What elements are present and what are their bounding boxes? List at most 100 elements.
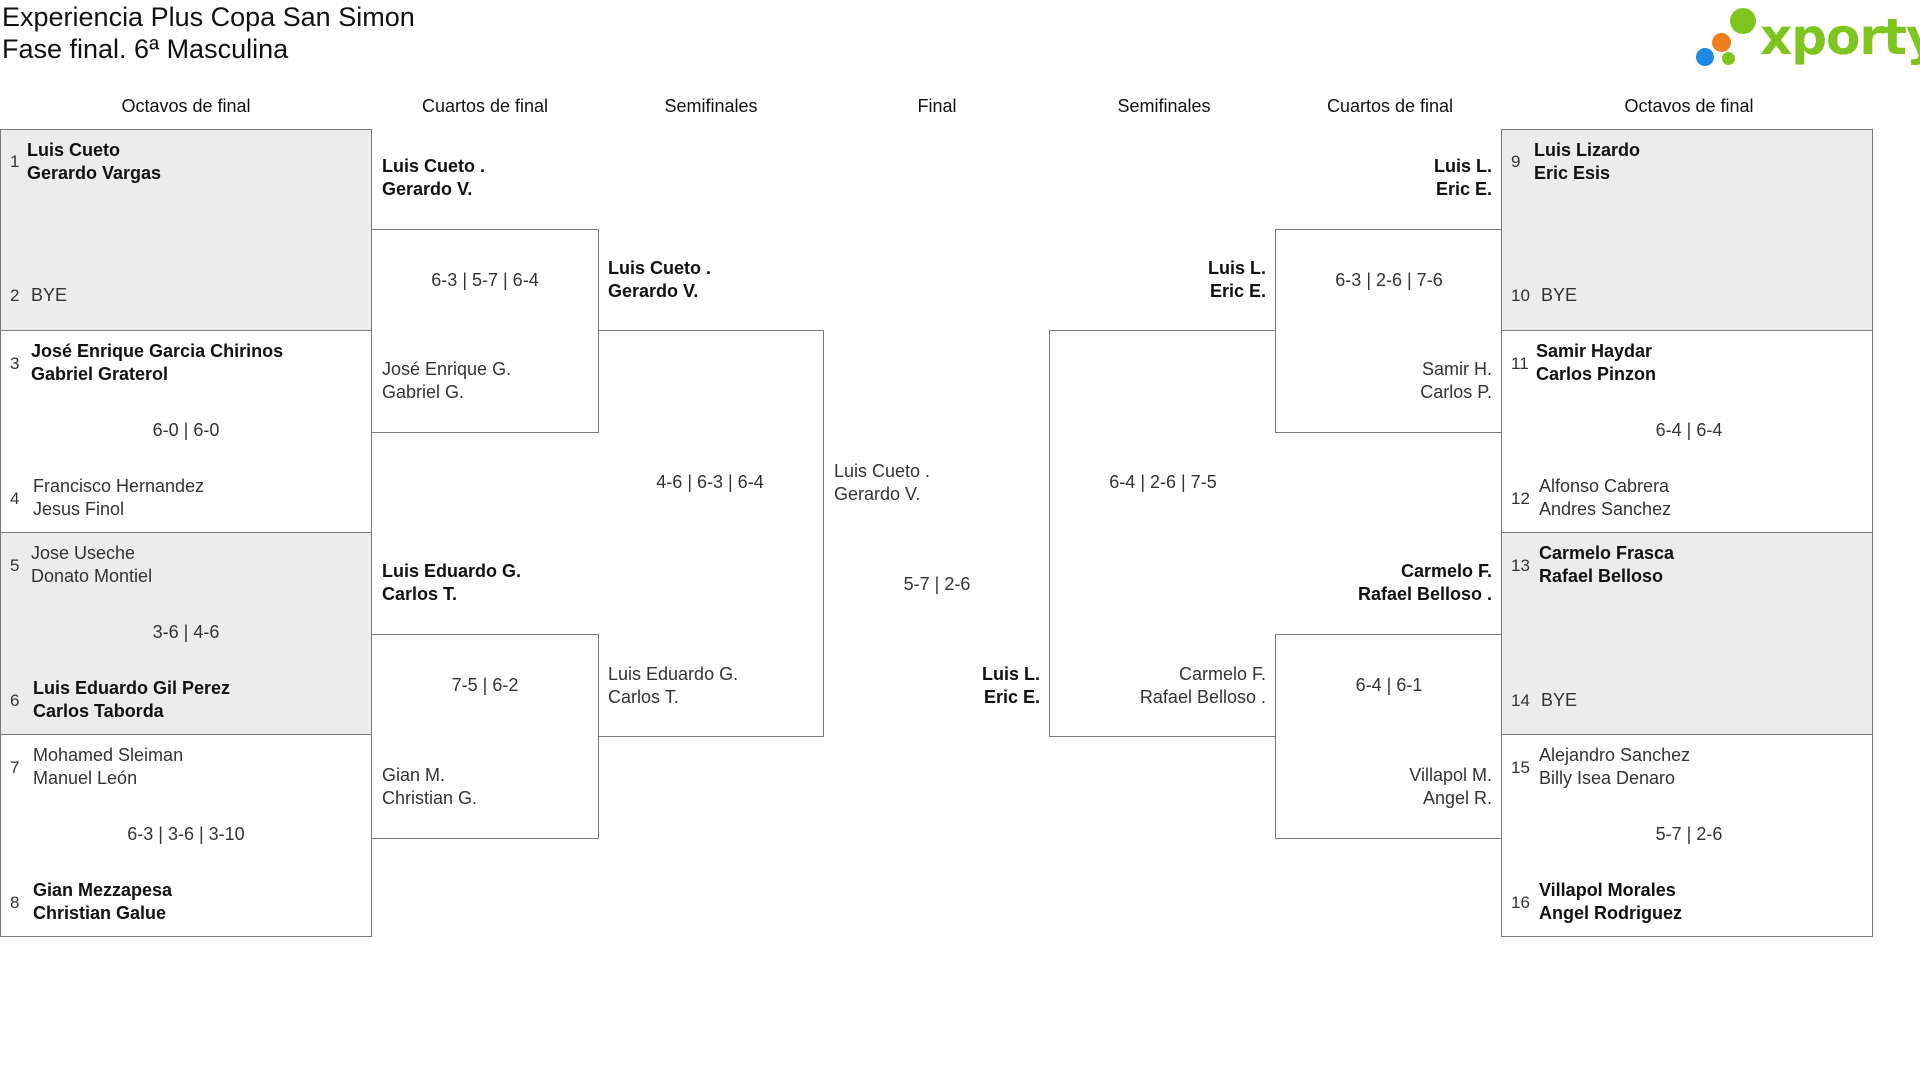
tournament-subtitle: Fase final. 6ª Masculina [2, 34, 289, 64]
logo-dot-blue-icon [1696, 48, 1714, 66]
team-player: Luis L. [1434, 156, 1492, 176]
seed-number: 15 [1511, 758, 1530, 777]
match-connector [1275, 634, 1502, 839]
match-score: 3-6 | 4-6 [152, 622, 220, 642]
match-card[interactable] [0, 734, 372, 937]
team-player: José Enrique Garcia Chirinos [31, 341, 284, 361]
seed-number: 8 [10, 893, 20, 912]
team-player: Carlos P. [1420, 382, 1492, 402]
team-player: BYE [31, 285, 68, 305]
team-player: Alfonso Cabrera [1539, 476, 1670, 496]
team-player: Villapol Morales [1539, 880, 1676, 900]
seed-number: 7 [10, 758, 20, 777]
team-player: Eric E. [1435, 179, 1492, 199]
team-player: Luis Eduardo Gil Perez [33, 678, 231, 698]
team-player: Christian Galue [33, 903, 167, 923]
team-player: Luis Eduardo G. [608, 664, 739, 684]
match-card[interactable] [1501, 532, 1873, 735]
team-player: Luis Lizardo [1534, 140, 1641, 160]
team-player: Francisco Hernandez [33, 476, 205, 496]
logo-wordmark: xporty [1760, 8, 1920, 66]
team-player: Luis Cueto . [834, 461, 931, 481]
team-player: Carlos Pinzon [1536, 364, 1657, 384]
team-player: Eric E. [1209, 281, 1266, 301]
match-card[interactable] [1501, 734, 1873, 937]
team-player: Samir H. [1421, 359, 1492, 379]
team-player: Villapol M. [1409, 765, 1492, 785]
seed-number: 12 [1511, 489, 1530, 508]
match-connector [371, 229, 599, 433]
team-player: Carmelo F. [1400, 561, 1492, 581]
seed-number: 4 [10, 489, 20, 508]
team-player: Luis Cueto [27, 140, 120, 160]
team-player: Luis Cueto . [382, 156, 485, 176]
team-player: José Enrique G. [382, 359, 512, 379]
seed-number: 6 [10, 691, 20, 710]
tournament-title: Experiencia Plus Copa San Simon [2, 2, 415, 32]
match-score: 6-4 | 2-6 | 7-5 [1109, 472, 1217, 492]
team-player: Angel Rodriguez [1539, 903, 1682, 923]
team-player: Rafael Belloso . [1357, 584, 1492, 604]
team-player: Mohamed Sleiman [33, 745, 184, 765]
team-player: Luis L. [1208, 258, 1266, 278]
match-score: 7-5 | 6-2 [451, 675, 519, 695]
match-score: 4-6 | 6-3 | 6-4 [656, 472, 764, 492]
match-score: 6-4 | 6-1 [1355, 675, 1423, 695]
team-player: Billy Isea Denaro [1539, 768, 1676, 788]
match-card[interactable] [0, 129, 372, 331]
seed-number: 1 [10, 152, 20, 171]
team-player: Angel R. [1422, 788, 1492, 808]
logo-dot-small-icon [1722, 52, 1735, 65]
team-player: Carlos T. [608, 687, 679, 707]
xporty-logo[interactable]: xporty [1690, 4, 1920, 70]
match-score: 6-4 | 6-4 [1655, 420, 1723, 440]
match-connector [1275, 229, 1502, 433]
round-header-right-qf: Cuartos de final [1326, 96, 1454, 116]
seed-number: 9 [1511, 152, 1521, 171]
team-player: Gerardo V. [608, 281, 699, 301]
team-player: Carlos T. [382, 584, 458, 604]
team-player: Rafael Belloso . [1139, 687, 1266, 707]
team-player: Rafael Belloso [1539, 566, 1664, 586]
team-player: Donato Montiel [31, 566, 153, 586]
round-header-left-sf: Semifinales [664, 96, 758, 116]
team-player: BYE [1541, 285, 1578, 305]
logo-dot-orange-icon [1712, 33, 1731, 52]
team-player: Gabriel G. [382, 382, 465, 402]
seed-number: 10 [1511, 286, 1530, 305]
team-player: BYE [1541, 690, 1578, 710]
team-player: Luis Cueto . [608, 258, 711, 278]
team-player: Samir Haydar [1536, 341, 1653, 361]
match-card[interactable] [0, 532, 372, 735]
round-header-final: Final [917, 96, 957, 116]
team-player: Carlos Taborda [33, 701, 164, 721]
team-player: Eric Esis [1534, 163, 1611, 183]
team-player: Jose Useche [31, 543, 136, 563]
match-connector [1049, 330, 1276, 737]
team-player: Gian Mezzapesa [33, 880, 173, 900]
match-score: 6-3 | 2-6 | 7-6 [1335, 270, 1443, 290]
match-score: 6-3 | 3-6 | 3-10 [127, 824, 245, 844]
match-connector [598, 330, 824, 737]
team-player: Luis L. [982, 664, 1040, 684]
match-card[interactable] [1501, 129, 1873, 331]
seed-number: 13 [1511, 556, 1530, 575]
team-player: Luis Eduardo G. [382, 561, 522, 581]
team-player: Alejandro Sanchez [1539, 745, 1691, 765]
team-player: Gerardo V. [834, 484, 921, 504]
logo-dot-green-icon [1730, 8, 1756, 34]
round-header-left-qf: Cuartos de final [421, 96, 549, 116]
team-player: Gerardo Vargas [27, 163, 162, 183]
team-player: Carmelo Frasca [1539, 543, 1675, 563]
round-header-left-r16: Octavos de final [121, 96, 251, 116]
seed-number: 5 [10, 556, 20, 575]
team-player: Gabriel Graterol [31, 364, 169, 384]
round-header-right-sf: Semifinales [1117, 96, 1211, 116]
match-score: 6-0 | 6-0 [152, 420, 220, 440]
match-score: 6-3 | 5-7 | 6-4 [431, 270, 539, 290]
seed-number: 14 [1511, 691, 1530, 710]
team-player: Gerardo V. [382, 179, 473, 199]
match-score: 5-7 | 2-6 [1655, 824, 1723, 844]
round-header-right-r16: Octavos de final [1624, 96, 1754, 116]
seed-number: 16 [1511, 893, 1530, 912]
